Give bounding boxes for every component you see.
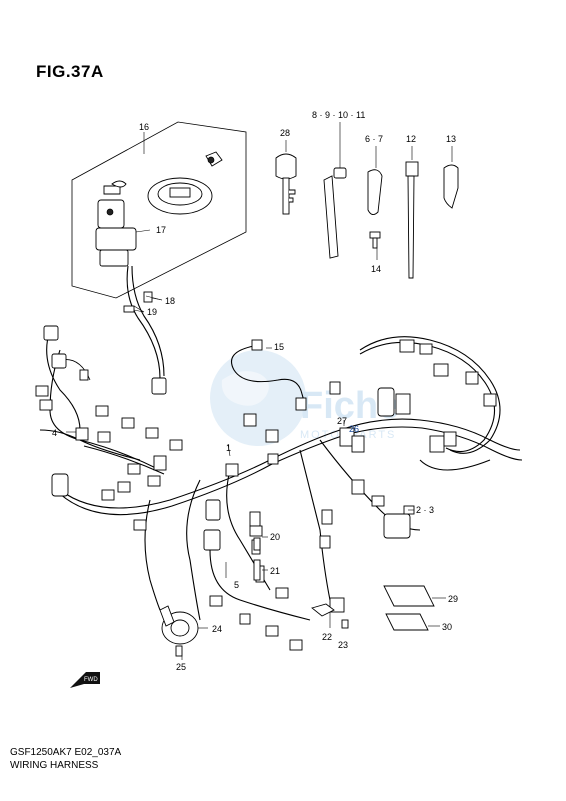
watermark-logo: Fiche MOTORPARTS	[210, 350, 399, 446]
fwd-label: FWD	[84, 677, 98, 683]
callout-4: 4	[52, 428, 57, 438]
fwd-arrow: FWD	[70, 672, 100, 688]
callout-25: 25	[176, 662, 186, 672]
callout-17: 17	[156, 225, 166, 235]
leader-lines	[66, 295, 446, 660]
sensor-lead-15	[230, 339, 307, 411]
callout-20: 20	[270, 532, 280, 542]
figure-code: GSF1250AK7 E02_037A	[10, 747, 122, 758]
callout-27: 27	[337, 416, 347, 426]
cable-tie	[405, 146, 419, 279]
callout-28: 28	[280, 128, 290, 138]
callout-2-3: 2 · 3	[416, 505, 434, 515]
screw-14	[369, 231, 381, 260]
key-part	[275, 140, 297, 215]
ignition-switch-kit	[71, 121, 247, 395]
callout-16: 16	[139, 122, 149, 132]
clamp-13	[443, 146, 459, 209]
callout-1: 1	[226, 443, 231, 453]
stickers	[383, 585, 435, 631]
callout-5: 5	[234, 580, 239, 590]
callout-29: 29	[448, 594, 458, 604]
horn-24	[159, 605, 199, 657]
callout-18: 18	[165, 296, 175, 306]
callout-19: 19	[147, 307, 157, 317]
callout-12: 12	[406, 134, 416, 144]
callout-23: 23	[338, 640, 348, 650]
callout-24: 24	[212, 624, 222, 634]
figure-title: FIG.37A	[36, 62, 104, 81]
callout-26: 26	[349, 424, 359, 434]
bolt-22-23	[311, 603, 349, 629]
callout-labels: 16 17 18 19 28 8 · 9 · 10 · 11 6 · 7 1 2 …	[52, 110, 458, 672]
callout-8-11: 8 · 9 · 10 · 11	[312, 110, 365, 120]
callout-15: 15	[274, 342, 284, 352]
clamp-67	[367, 146, 383, 215]
callout-13: 13	[446, 134, 456, 144]
callout-14: 14	[371, 264, 381, 274]
callout-30: 30	[442, 622, 452, 632]
callout-22: 22	[322, 632, 332, 642]
sensor-20-21	[249, 525, 263, 581]
callout-6-7: 6 · 7	[365, 134, 383, 144]
clamp-band	[323, 122, 347, 259]
connectors	[35, 325, 497, 651]
figure-caption: WIRING HARNESS	[10, 760, 99, 771]
callout-21: 21	[270, 566, 280, 576]
